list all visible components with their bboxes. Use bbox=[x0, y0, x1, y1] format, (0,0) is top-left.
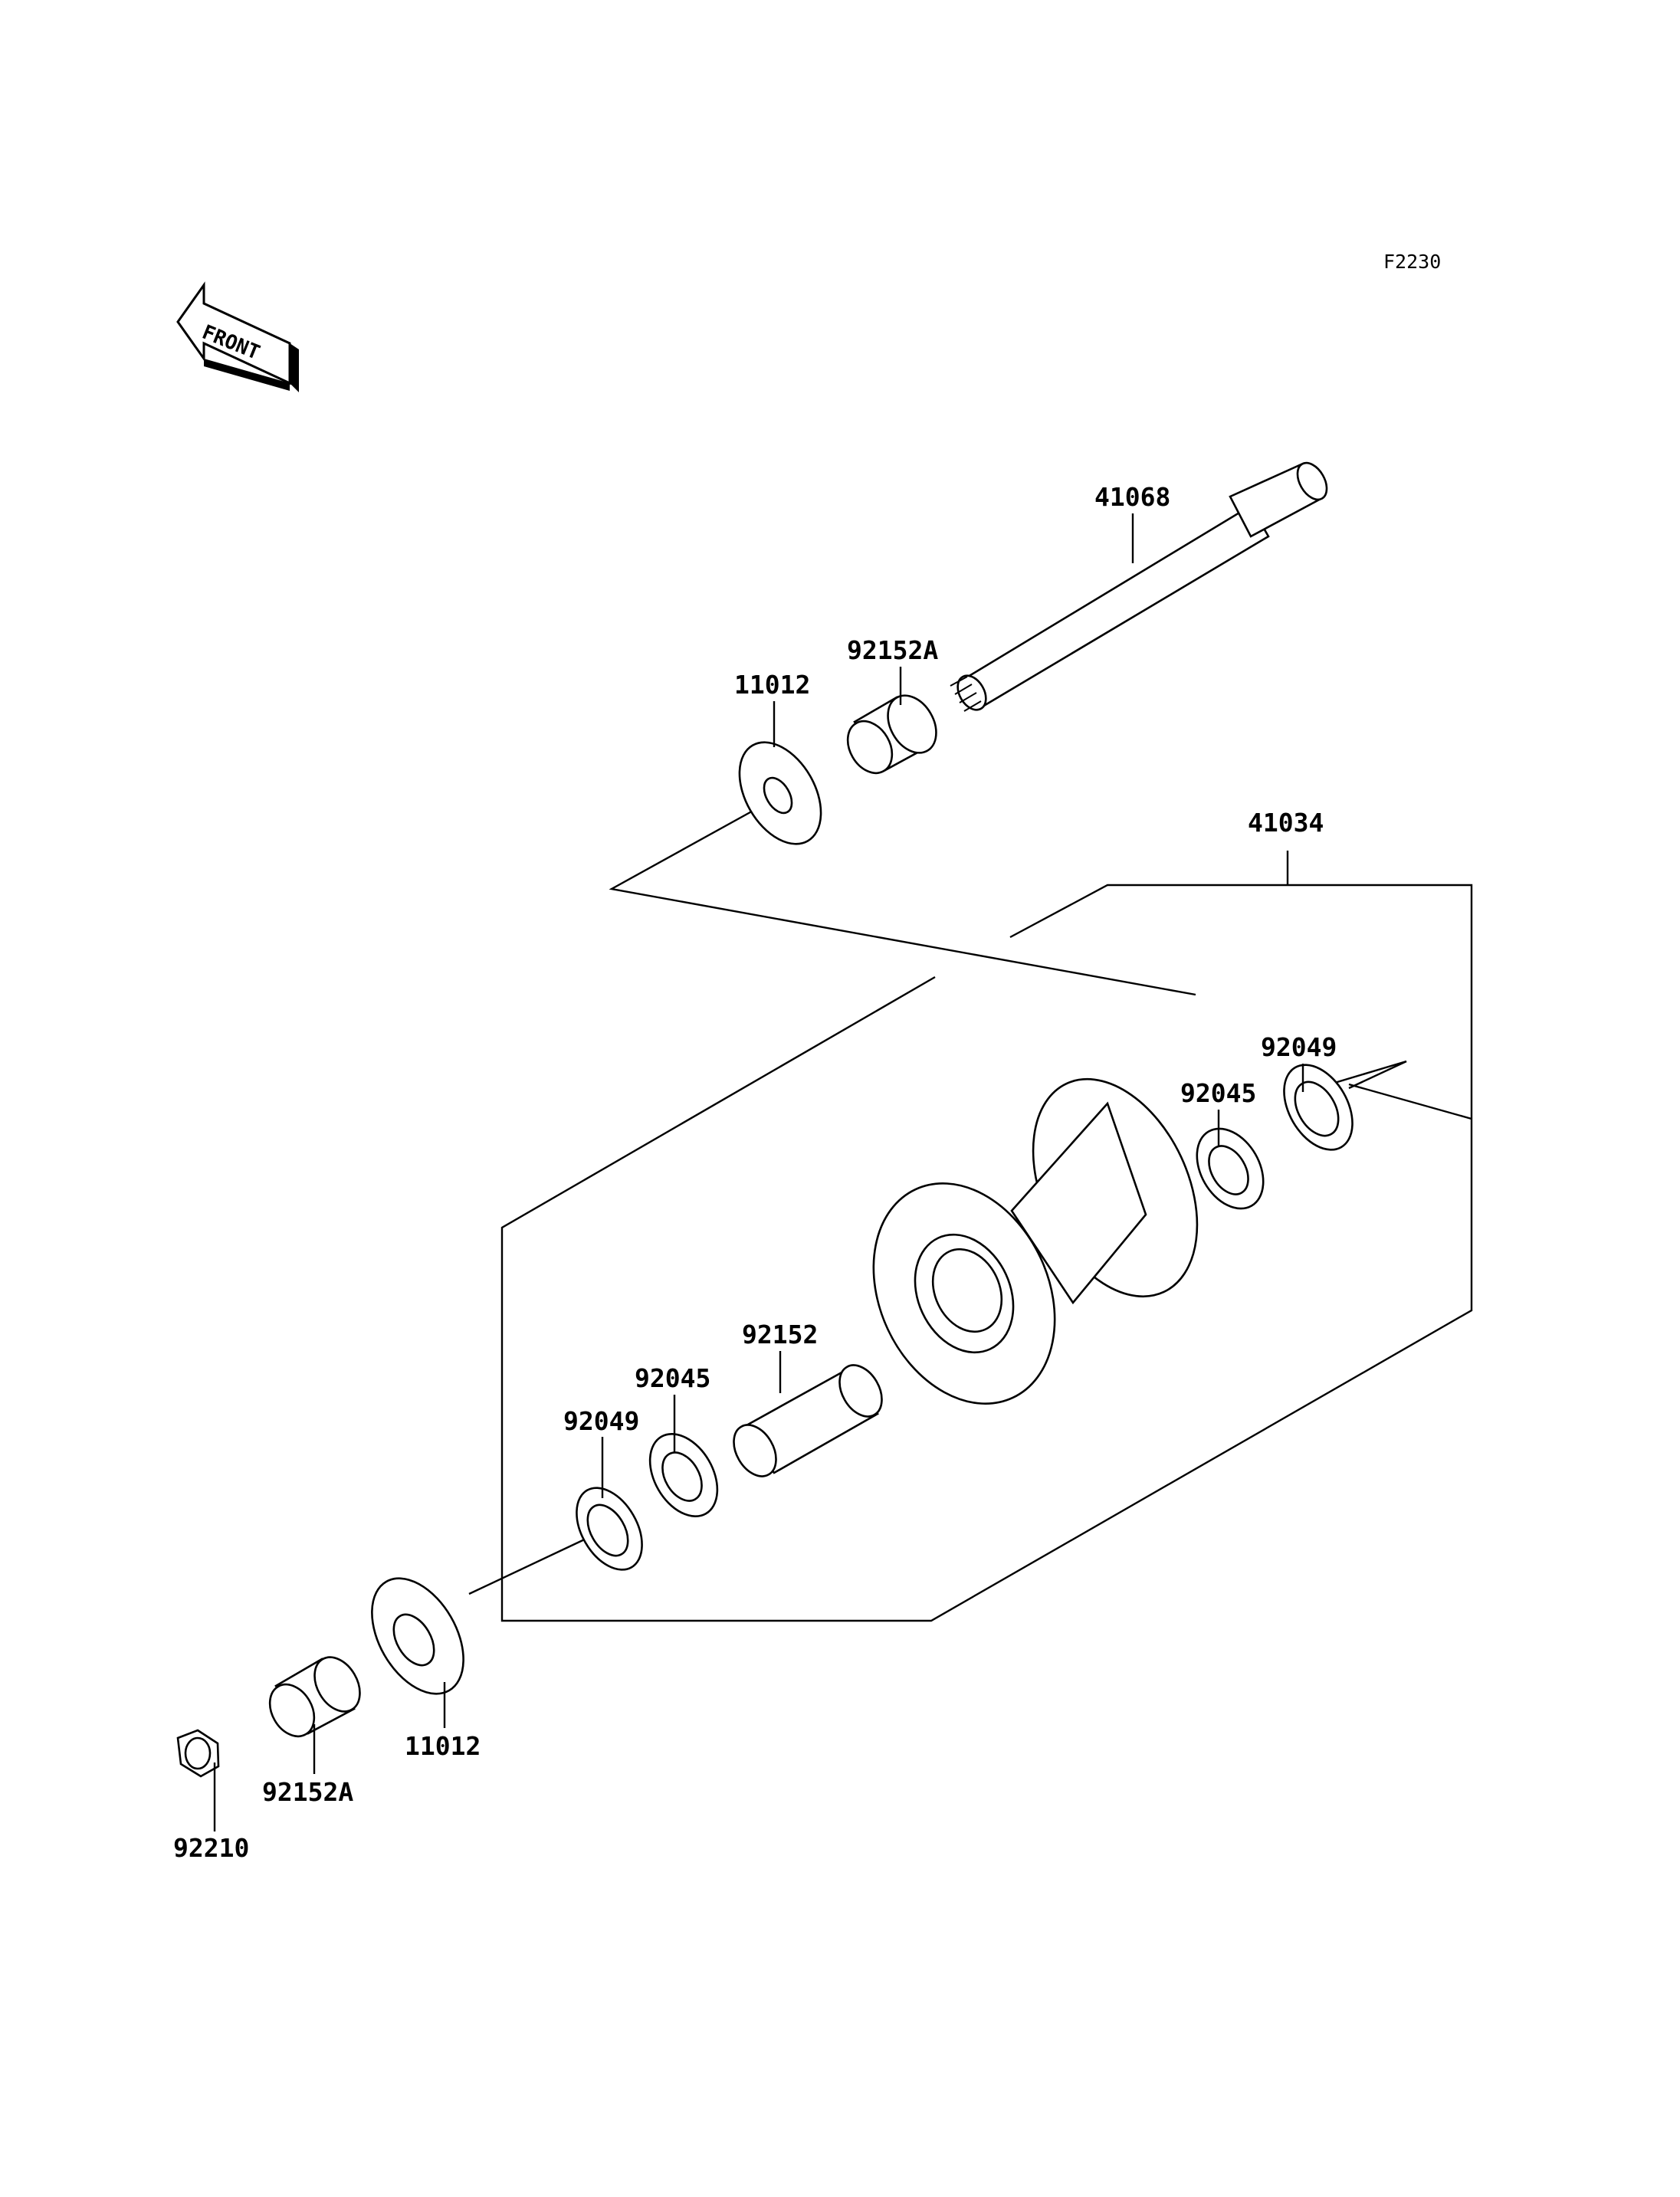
label-11012-bottom: 11012 bbox=[405, 1731, 481, 1761]
diagram-code: F2230 bbox=[1383, 251, 1441, 273]
spacer-center-part bbox=[733, 1364, 883, 1477]
seal-right-part bbox=[1283, 1064, 1354, 1151]
label-leaders bbox=[213, 513, 1304, 1831]
label-92152a-bottom: 92152A bbox=[262, 1777, 353, 1807]
bearing-left-part bbox=[648, 1432, 719, 1518]
collar-bottom-part bbox=[268, 1656, 361, 1738]
hub-assembly-outline bbox=[500, 884, 1473, 1622]
leader-cover-bottom bbox=[468, 1528, 606, 1595]
cover-top-part bbox=[738, 741, 822, 845]
bearing-right-part bbox=[1196, 1127, 1265, 1210]
label-92152a-top: 92152A bbox=[847, 635, 938, 665]
label-92045-right: 92045 bbox=[1180, 1078, 1256, 1108]
collar-top-part bbox=[846, 694, 937, 775]
front-arrow-icon: FRONT bbox=[176, 281, 299, 392]
hub-part bbox=[872, 1077, 1199, 1405]
label-92210: 92210 bbox=[173, 1833, 249, 1863]
seal-left-part bbox=[576, 1487, 643, 1571]
label-92049-left: 92049 bbox=[563, 1406, 639, 1436]
label-11012-top: 11012 bbox=[734, 670, 810, 700]
label-92049-right: 92049 bbox=[1261, 1032, 1337, 1062]
label-41068: 41068 bbox=[1094, 482, 1170, 512]
leader-cover-top bbox=[609, 795, 1196, 996]
nut-part bbox=[176, 1729, 220, 1778]
cover-bottom-part bbox=[371, 1577, 464, 1695]
label-92152: 92152 bbox=[742, 1320, 818, 1349]
axle-part bbox=[950, 461, 1328, 712]
label-92045-left: 92045 bbox=[635, 1363, 710, 1393]
label-41034: 41034 bbox=[1248, 808, 1324, 838]
